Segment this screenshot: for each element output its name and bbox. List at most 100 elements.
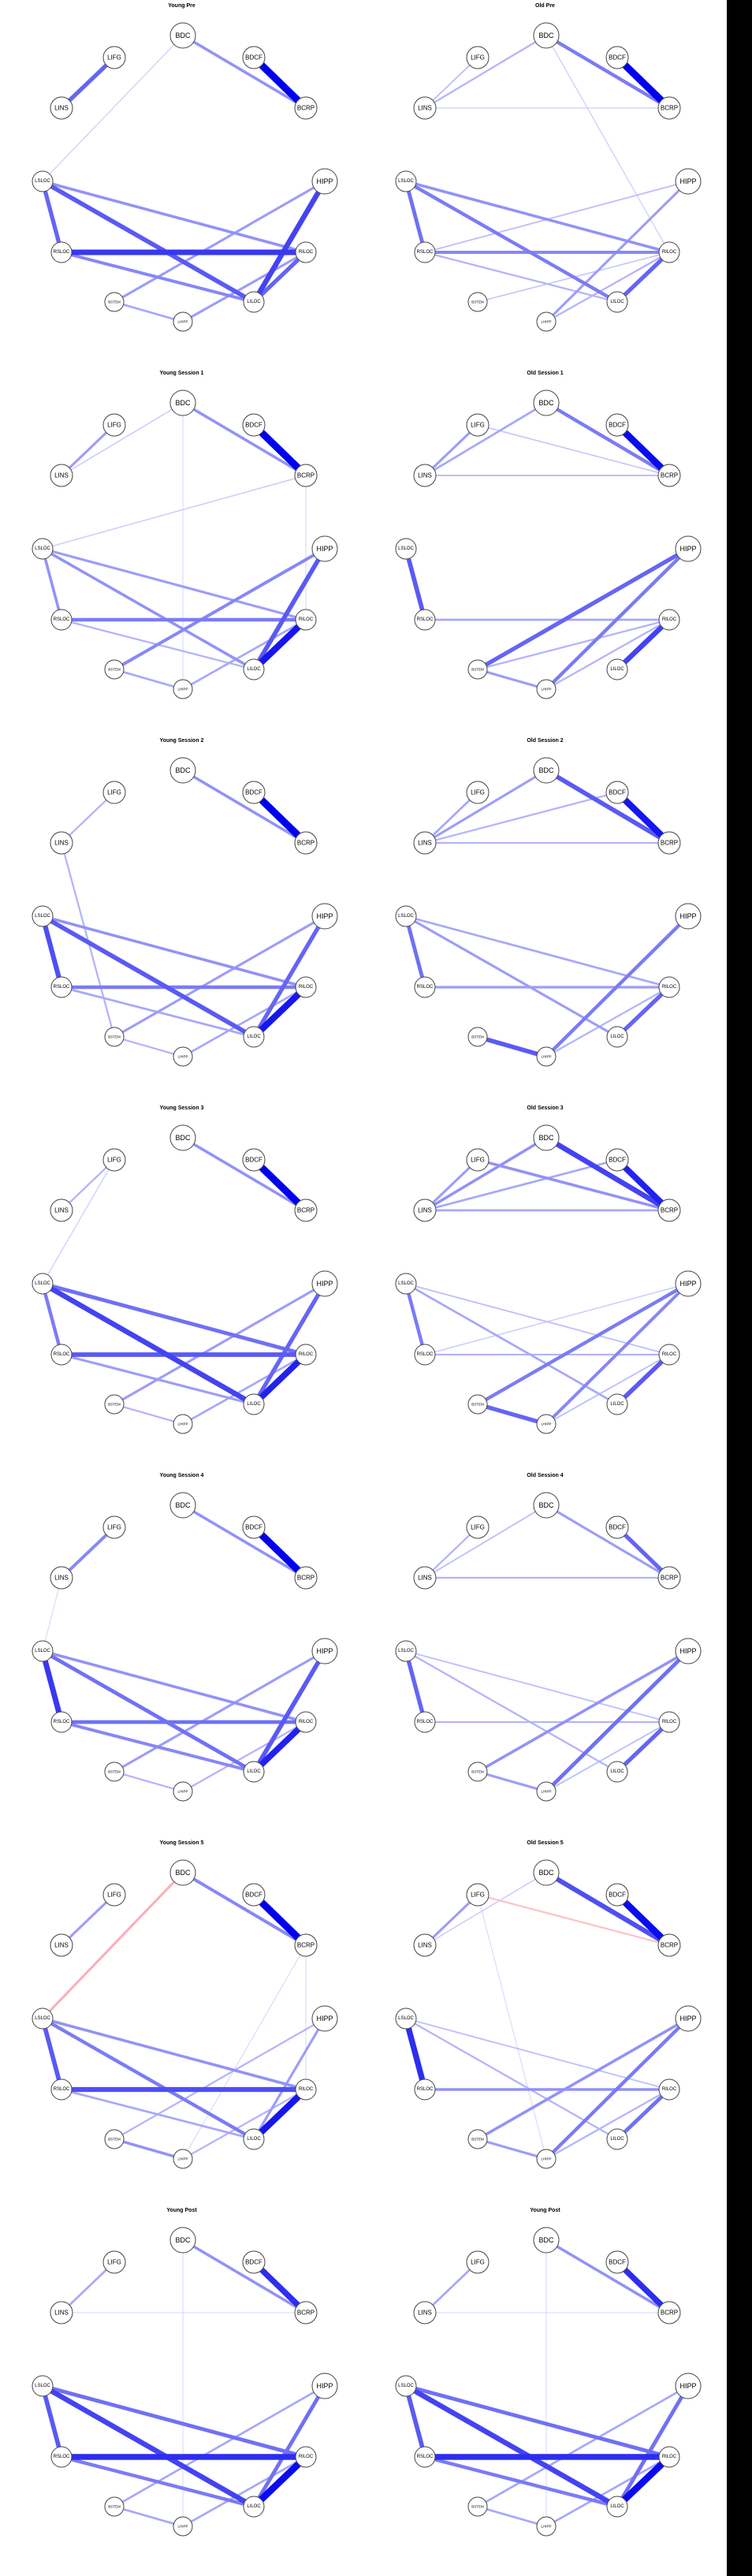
node-liloc: LILOC	[606, 658, 628, 680]
node-circle	[173, 2149, 193, 2169]
node-rsloc: RSLOC	[414, 2446, 436, 2468]
node-label: RSLOC	[417, 1720, 434, 1724]
node-circle	[466, 781, 490, 804]
node-label: LHIPP	[177, 320, 188, 324]
edge-hipp-bstem	[485, 2023, 679, 2136]
node-lhipp: LHIPP	[536, 1046, 557, 1067]
edge-hipp-bstem	[121, 1288, 315, 1401]
node-label: LILOC	[610, 1769, 624, 1774]
node-label: LINS	[418, 840, 432, 847]
edge-hipp-lhipp	[551, 2026, 681, 2154]
node-bcrp: BCRP	[657, 831, 681, 855]
node-bstem: BSTEM	[104, 1761, 125, 1782]
node-label: BSTEM	[471, 2138, 484, 2142]
panel-title: Old Session 3	[527, 1105, 564, 1111]
edge-bstem-lhipp	[123, 1773, 174, 1790]
edge-hipp-liloc	[258, 2028, 320, 2131]
node-lifg: LIFG	[466, 781, 490, 804]
edge-lhipp-riloc	[553, 1359, 661, 1420]
node-bdcf: BDCF	[242, 1515, 266, 1539]
edge-lsloc-liloc	[414, 920, 609, 1033]
node-riloc: RILOC	[658, 1344, 680, 1366]
node-circle	[414, 609, 436, 631]
node-circle	[173, 1414, 193, 1434]
edge-bdc-bcrp	[192, 1143, 297, 1206]
node-label: LHIPP	[177, 1422, 188, 1426]
edge-hipp-bstem	[121, 554, 315, 666]
edge-lsloc-riloc	[52, 550, 296, 619]
node-rsloc: RSLOC	[414, 241, 436, 263]
node-circle	[294, 1566, 318, 1590]
edge-bdcf-bcrp	[259, 1165, 301, 1206]
node-lsloc: LSLOC	[32, 2007, 54, 2030]
node-lins: LINS	[50, 831, 73, 855]
node-lsloc: LSLOC	[32, 905, 54, 927]
node-lins: LINS	[413, 1566, 437, 1590]
node-lsloc: LSLOC	[32, 538, 54, 560]
node-circle	[467, 659, 488, 680]
node-rsloc: RSLOC	[414, 976, 436, 998]
edge-bdc-bcrp	[556, 1142, 661, 1207]
node-circle	[467, 292, 488, 312]
edge-lhipp-riloc	[553, 2461, 661, 2523]
node-bdc: BDC	[533, 390, 560, 416]
node-label: BDCF	[245, 2259, 262, 2266]
edge-hipp-liloc	[257, 2395, 320, 2500]
node-circle	[675, 1638, 702, 1665]
edge-lhipp-riloc	[553, 256, 661, 319]
edge-rsloc-hipp	[434, 184, 676, 251]
node-circle	[104, 659, 125, 680]
node-bcrp: BCRP	[294, 1933, 318, 1957]
edge-lifg-lins	[69, 1166, 107, 1204]
node-label: LIFG	[471, 422, 485, 429]
node-circle	[295, 241, 317, 263]
edge-lsloc-riloc	[51, 2387, 297, 2456]
node-circle	[606, 2496, 628, 2518]
edge-lhipp-riloc	[190, 256, 298, 319]
node-label: HIPP	[679, 2015, 696, 2022]
edge-bstem-lhipp	[486, 1037, 538, 1057]
edge-lsloc-bcrp	[52, 478, 296, 547]
node-label: RILOC	[299, 985, 314, 990]
node-label: LILOC	[247, 2137, 261, 2142]
edge-bdcf-bcrp	[259, 62, 301, 103]
node-circle	[414, 976, 436, 998]
node-label: LILOC	[247, 1402, 261, 1407]
node-label: RSLOC	[417, 2455, 434, 2459]
node-circle	[50, 609, 73, 631]
edge-liloc-riloc	[623, 1359, 664, 1400]
node-label: LHIPP	[541, 1422, 551, 1426]
edge-bdc-bcrp	[556, 40, 661, 104]
node-label: LIFG	[471, 2259, 485, 2266]
node-label: LIFG	[107, 789, 121, 796]
node-circle	[294, 1199, 318, 1222]
node-lhipp: LHIPP	[173, 311, 193, 332]
node-label: BSTEM	[471, 1035, 484, 1039]
node-circle	[104, 2496, 125, 2517]
edge-liloc-riloc	[623, 2095, 664, 2134]
edge-hipp-liloc	[620, 2395, 683, 2500]
edge-lifg-bcrp	[488, 1161, 659, 1210]
node-riloc: RILOC	[295, 1344, 317, 1366]
node-circle	[102, 413, 126, 437]
node-label: LHIPP	[177, 688, 188, 692]
edge-lsloc-rsloc	[405, 2027, 426, 2081]
node-label: RILOC	[662, 2087, 677, 2092]
panel-title: Old Session 4	[527, 1473, 564, 1478]
node-bstem: BSTEM	[104, 292, 125, 312]
edge-bdc-lsloc	[48, 1881, 176, 2012]
node-lsloc: LSLOC	[395, 2375, 417, 2397]
edge-rsloc-liloc	[71, 253, 244, 301]
edge-lhipp-riloc	[190, 1726, 298, 1788]
node-bdcf: BDCF	[242, 2250, 266, 2274]
node-label: BDC	[538, 399, 554, 407]
node-label: BSTEM	[108, 300, 121, 304]
node-bdc: BDC	[533, 1859, 560, 1886]
node-label: BDCF	[245, 1892, 262, 1899]
node-lsloc: LSLOC	[32, 1273, 54, 1295]
node-label: LIFG	[107, 1157, 121, 1164]
